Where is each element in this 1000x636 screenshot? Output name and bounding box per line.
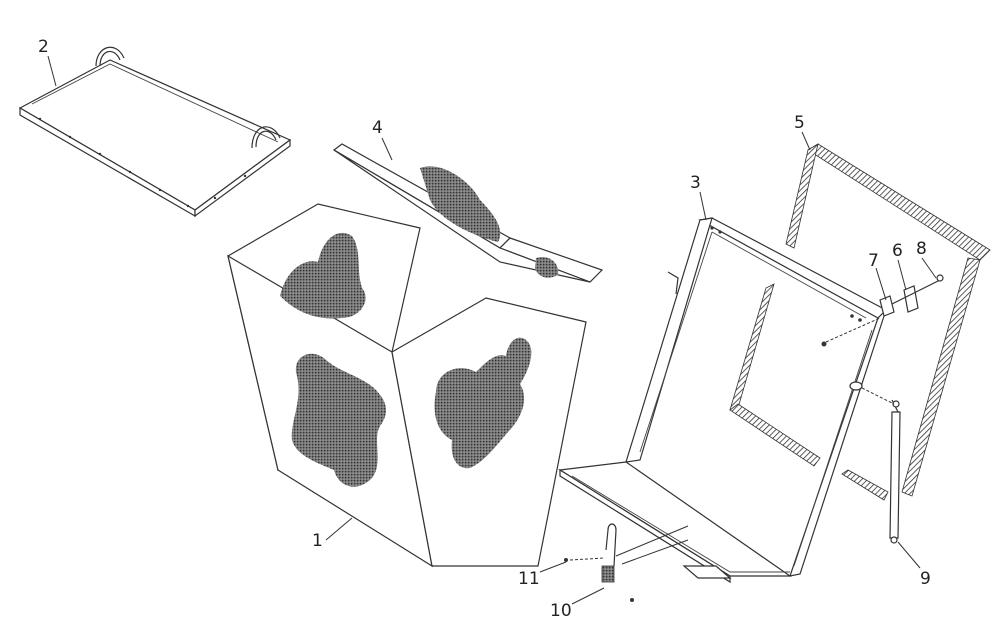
label-part-11: 11: [518, 569, 540, 589]
label-part-6: 6: [892, 241, 903, 261]
label-part-4: 4: [372, 118, 383, 138]
label-part-7: 7: [868, 251, 879, 271]
label-part-5: 5: [794, 113, 805, 133]
part-9-gas-strut: [861, 387, 901, 544]
part-4-top-panel: [332, 143, 604, 283]
label-part-2: 2: [38, 37, 49, 57]
label-part-3: 3: [690, 173, 701, 193]
mesh-patch-front-left: [291, 353, 387, 487]
leader-lines: [47, 55, 937, 605]
mesh-patch-front-right: [434, 337, 532, 469]
part-10-11-latch: [564, 523, 689, 602]
part-6-7-8-hinge-hardware: [821, 274, 944, 347]
mesh-patch-back: [280, 232, 366, 319]
label-part-10: 10: [550, 601, 572, 621]
part-2-lid: [18, 46, 292, 218]
part-5-gasket-frame: [729, 143, 991, 501]
part-1-hopper: [227, 203, 587, 568]
part-3-frame: [558, 217, 887, 584]
label-part-8: 8: [916, 239, 927, 259]
label-part-1: 1: [312, 531, 323, 551]
label-part-9: 9: [920, 569, 931, 589]
